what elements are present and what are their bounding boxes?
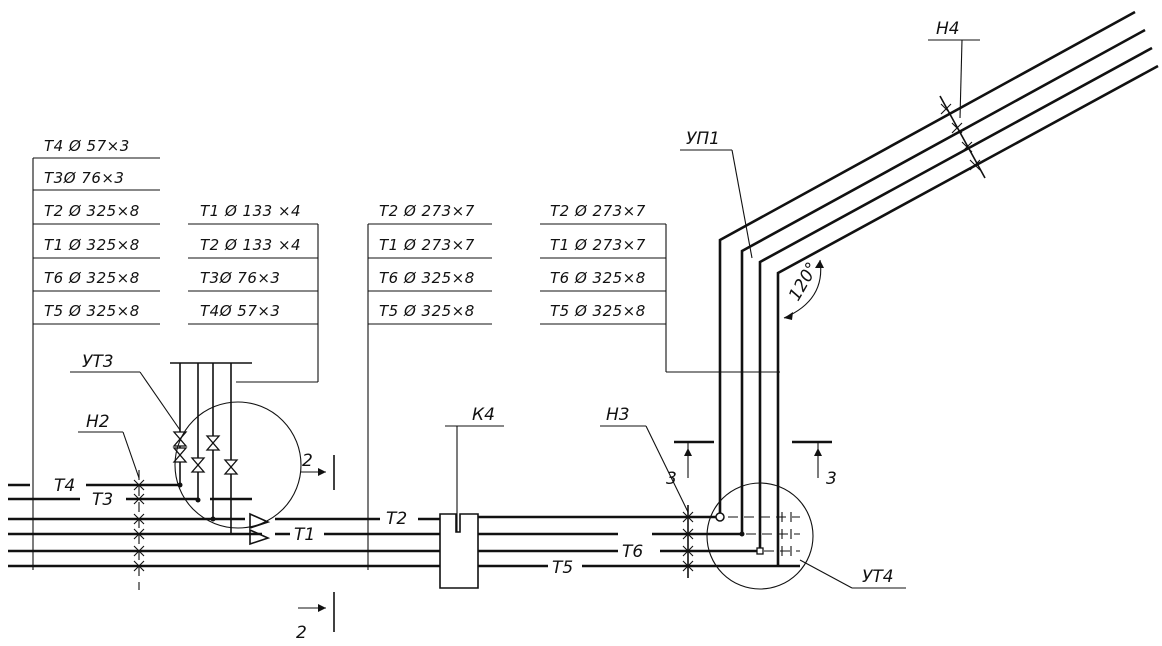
yt3-branch: УТ3 <box>70 352 302 546</box>
table-left-row-6: T5 Ø 325×8 <box>44 302 140 320</box>
spec-table-left: T4 Ø 57×3 T3Ø 76×3 T2 Ø 325×8 T1 Ø 325×8… <box>32 137 160 570</box>
label-k4: К4 <box>472 405 495 425</box>
section-3-right-label: 3 <box>826 469 837 489</box>
label-t1: T1 <box>294 525 315 545</box>
section-2-markers: 2 2 <box>296 451 335 643</box>
label-yt4: УТ4 <box>862 567 894 587</box>
table-left-row-2: T3Ø 76×3 <box>44 169 124 187</box>
label-yt3: УТ3 <box>82 352 114 372</box>
table-right-row-1: T2 Ø 273×7 <box>550 202 646 220</box>
table-left-row-3: T2 Ø 325×8 <box>44 202 140 220</box>
table-middle-row-3: T6 Ø 325×8 <box>379 269 475 287</box>
label-yp1: УП1 <box>686 129 720 149</box>
label-t3: T3 <box>92 490 113 510</box>
table-right-row-3: T6 Ø 325×8 <box>550 269 646 287</box>
table-left-row-1: T4 Ø 57×3 <box>44 137 130 155</box>
table-middle-row-4: T5 Ø 325×8 <box>379 302 475 320</box>
table-yt3-row-4: T4Ø 57×3 <box>200 302 280 320</box>
pipes-left-section <box>8 483 440 568</box>
table-middle-row-2: T1 Ø 273×7 <box>379 236 475 254</box>
label-t6: T6 <box>622 542 643 562</box>
table-right-row-4: T5 Ø 325×8 <box>550 302 646 320</box>
spec-table-yt3: T1 Ø 133 ×4 T2 Ø 133 ×4 T3Ø 76×3 T4Ø 57×… <box>188 202 319 383</box>
label-h4: Н4 <box>936 19 960 39</box>
section-3-markers: 3 3 <box>666 440 837 489</box>
table-left-row-5: T6 Ø 325×8 <box>44 269 140 287</box>
table-left-row-4: T1 Ø 325×8 <box>44 236 140 254</box>
label-t4: T4 <box>54 476 75 496</box>
table-middle-row-1: T2 Ø 273×7 <box>379 202 475 220</box>
table-right-row-2: T1 Ø 273×7 <box>550 236 646 254</box>
node-yt4: УТ4 <box>706 482 906 590</box>
label-h2: Н2 <box>86 412 110 432</box>
label-t5: T5 <box>552 558 573 578</box>
label-h3: Н3 <box>606 405 630 425</box>
pipes-right-section <box>478 512 800 568</box>
pipes-angled-run: Н4 120° УП1 <box>680 10 1159 566</box>
spec-table-right: T2 Ø 273×7 T1 Ø 273×7 T6 Ø 325×8 T5 Ø 32… <box>540 202 780 373</box>
chamber-k4: К4 <box>439 405 504 589</box>
pipe-labels: T4 T3 T1 T2 T6 T5 <box>54 476 643 578</box>
support-h3: Н3 <box>600 405 694 578</box>
section-2-bottom-label: 2 <box>296 623 307 643</box>
valve-icon <box>172 431 239 475</box>
label-t2: T2 <box>386 509 407 529</box>
spec-table-middle: T2 Ø 273×7 T1 Ø 273×7 T6 Ø 325×8 T5 Ø 32… <box>367 202 492 570</box>
table-yt3-row-3: T3Ø 76×3 <box>200 269 280 287</box>
support-h2: Н2 <box>78 412 145 590</box>
section-3-left-label: 3 <box>666 469 677 489</box>
table-yt3-row-2: T2 Ø 133 ×4 <box>200 236 301 254</box>
section-2-top-label: 2 <box>302 451 313 471</box>
table-yt3-row-1: T1 Ø 133 ×4 <box>200 202 301 220</box>
